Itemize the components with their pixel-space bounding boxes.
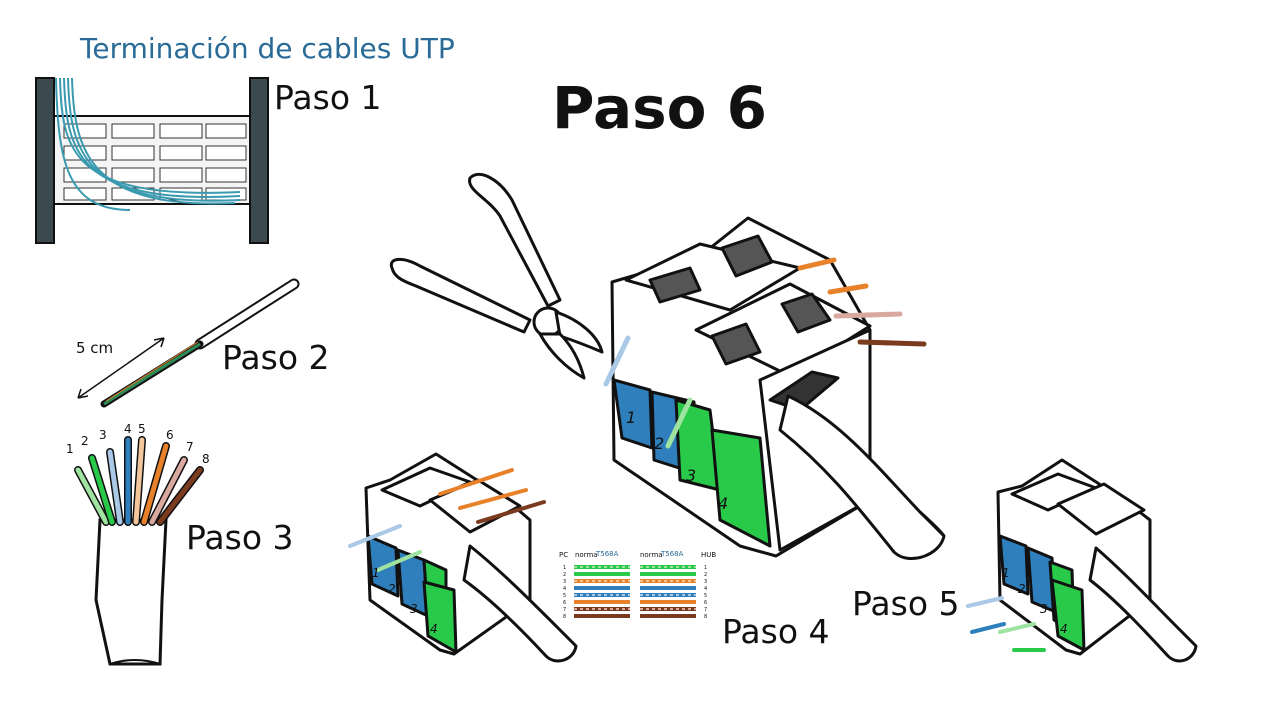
jack-section-number: 3 bbox=[410, 602, 418, 616]
jack-section-number: 2 bbox=[388, 582, 396, 596]
norm-table-norm-name: T568A bbox=[596, 550, 619, 558]
fanned-wires bbox=[74, 436, 204, 666]
wire-number: 4 bbox=[124, 422, 132, 436]
norm-row-number: 1 bbox=[704, 565, 707, 571]
norm-row-number: 6 bbox=[704, 600, 707, 606]
norm-row-number: 4 bbox=[704, 586, 707, 592]
step-label-paso-3: Paso 3 bbox=[186, 518, 294, 557]
wire-number: 5 bbox=[138, 422, 146, 436]
jack-section-number: 3 bbox=[686, 466, 697, 485]
jack-section-number: 1 bbox=[626, 408, 637, 427]
jack-section-number: 4 bbox=[718, 494, 729, 513]
cable-measure-label: 5 cm bbox=[76, 339, 114, 357]
norm-row-number: 7 bbox=[563, 607, 566, 613]
step-label-paso-1: Paso 1 bbox=[274, 78, 382, 117]
patch-panel-rack bbox=[35, 77, 269, 244]
norm-row-number: 3 bbox=[563, 579, 566, 585]
norm-row-number: 5 bbox=[704, 593, 707, 599]
norm-row-number: 2 bbox=[563, 572, 566, 578]
norm-table-pc-label: PC bbox=[559, 551, 569, 559]
wire-number: 6 bbox=[166, 428, 174, 442]
keystone-jack-large bbox=[610, 216, 946, 561]
wire-number: 1 bbox=[66, 442, 74, 456]
step-label-paso-6: Paso 6 bbox=[552, 74, 768, 142]
norm-row-number: 5 bbox=[563, 593, 566, 599]
jack-section-number: 2 bbox=[1018, 582, 1026, 596]
wire-number: 8 bbox=[202, 452, 210, 466]
diagram-title: Terminación de cables UTP bbox=[80, 32, 455, 65]
jack-section-number: 3 bbox=[1040, 602, 1048, 616]
norm-row-number: 8 bbox=[563, 614, 566, 620]
jack-section-number: 4 bbox=[430, 622, 438, 636]
norm-table-norm-name: T568A bbox=[661, 550, 684, 558]
jack-left-wires bbox=[348, 468, 546, 572]
norm-row-number: 8 bbox=[704, 614, 707, 620]
jack-section-number: 4 bbox=[1060, 622, 1068, 636]
norm-row-number: 6 bbox=[563, 600, 566, 606]
step-label-paso-5: Paso 5 bbox=[852, 584, 960, 623]
norm-row-number: 4 bbox=[563, 586, 566, 592]
norm-table-norm-prefix: norma bbox=[575, 551, 598, 559]
step-label-paso-2: Paso 2 bbox=[222, 338, 330, 377]
jack-section-number: 2 bbox=[654, 434, 665, 453]
norm-row-number: 3 bbox=[704, 579, 707, 585]
norm-row-number: 1 bbox=[563, 565, 566, 571]
norm-table-hub-label: HUB bbox=[701, 551, 717, 559]
jack-section-number: 1 bbox=[1002, 566, 1010, 580]
step-label-paso-4: Paso 4 bbox=[722, 612, 830, 651]
keystone-jack-right bbox=[996, 458, 1198, 663]
pliers-tool bbox=[389, 172, 604, 380]
norm-row-number: 7 bbox=[704, 607, 707, 613]
norm-row-number: 2 bbox=[704, 572, 707, 578]
stripped-cable bbox=[77, 278, 300, 408]
jack-large-wires bbox=[603, 257, 927, 449]
patch-panel-cables bbox=[55, 77, 241, 211]
jack-section-number: 1 bbox=[372, 566, 380, 580]
jack-right-loose-wires bbox=[966, 596, 1046, 652]
wire-number: 3 bbox=[99, 428, 107, 442]
wire-number: 2 bbox=[81, 434, 89, 448]
wire-number: 7 bbox=[186, 440, 194, 454]
norm-table-norm-prefix: norma bbox=[640, 551, 663, 559]
